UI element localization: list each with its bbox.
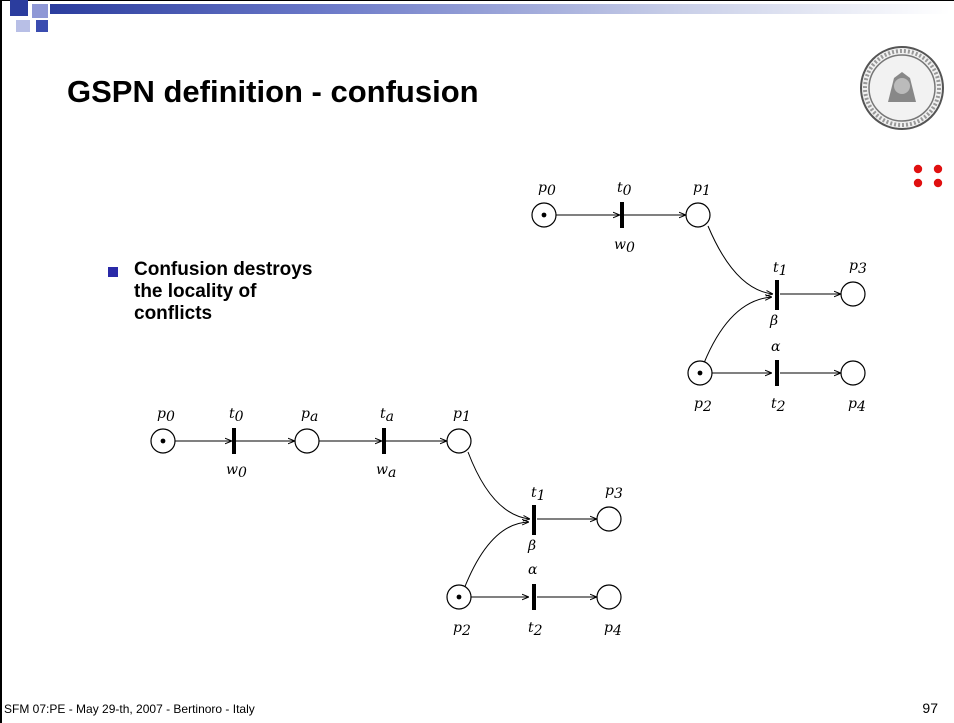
svg-text:p4: p4 xyxy=(604,620,622,639)
svg-text:p1: p1 xyxy=(693,180,711,199)
header-square xyxy=(10,0,28,16)
transition-t1: t1 β xyxy=(769,260,788,329)
svg-text:α: α xyxy=(528,562,538,578)
transition-t2: α t2 xyxy=(771,339,786,415)
place-p1: p1 xyxy=(685,180,711,228)
arc xyxy=(703,297,772,364)
arc xyxy=(707,225,773,294)
svg-text:p2: p2 xyxy=(453,620,471,639)
svg-text:t2: t2 xyxy=(771,396,786,415)
square-bullet-icon xyxy=(108,267,118,277)
place-p4: p4 xyxy=(596,584,622,639)
place-p3: p3 xyxy=(596,483,623,532)
svg-text:t2: t2 xyxy=(528,620,543,639)
svg-text:wa: wa xyxy=(376,462,396,481)
place-p2: p2 xyxy=(446,584,472,639)
svg-text:p2: p2 xyxy=(694,396,712,415)
place-p2: p2 xyxy=(687,360,713,415)
page-title: GSPN definition - confusion xyxy=(67,74,479,109)
transition-t2: α t2 xyxy=(528,562,543,639)
place-p0: p0 xyxy=(150,406,176,454)
header-square xyxy=(16,20,30,32)
header-square xyxy=(32,4,48,18)
footer-text: SFM 07:PE - May 29-th, 2007 - Bertinoro … xyxy=(4,702,255,716)
place-p3: p3 xyxy=(840,258,867,307)
university-seal-icon xyxy=(860,46,944,130)
svg-text:t0: t0 xyxy=(617,180,632,199)
svg-text:p3: p3 xyxy=(849,258,867,277)
svg-text:p1: p1 xyxy=(453,406,471,425)
place-p0: p0 xyxy=(531,180,557,228)
page-number: 97 xyxy=(922,700,938,716)
header-gradient-bar xyxy=(50,4,950,14)
header-square xyxy=(36,20,48,32)
bullet-text: Confusion destroys the locality of confl… xyxy=(134,259,313,324)
svg-text:pa: pa xyxy=(301,406,318,425)
place-p1: p1 xyxy=(446,406,472,454)
svg-text:ta: ta xyxy=(380,406,394,425)
svg-text:p3: p3 xyxy=(605,483,623,502)
svg-text:p0: p0 xyxy=(538,180,556,199)
transition-ta: ta wa xyxy=(376,406,396,481)
svg-text:t0: t0 xyxy=(229,406,244,425)
svg-text:t1: t1 xyxy=(531,485,546,504)
svg-text:w0: w0 xyxy=(226,462,247,481)
svg-text:α: α xyxy=(771,339,781,355)
svg-text:t1: t1 xyxy=(773,260,788,279)
place-pa: pa xyxy=(294,406,320,454)
arc xyxy=(463,522,529,590)
svg-text:β: β xyxy=(527,538,536,554)
transition-t0: t0 w0 xyxy=(226,406,247,481)
red-dots-icon xyxy=(913,164,943,188)
arc xyxy=(467,451,530,519)
svg-text:β: β xyxy=(769,313,778,329)
place-p4: p4 xyxy=(840,360,866,415)
svg-text:p0: p0 xyxy=(157,406,175,425)
transition-t0: t0 w0 xyxy=(614,180,635,256)
svg-text:p4: p4 xyxy=(848,396,866,415)
transition-t1: t1 β xyxy=(527,485,546,554)
svg-text:w0: w0 xyxy=(614,237,635,256)
